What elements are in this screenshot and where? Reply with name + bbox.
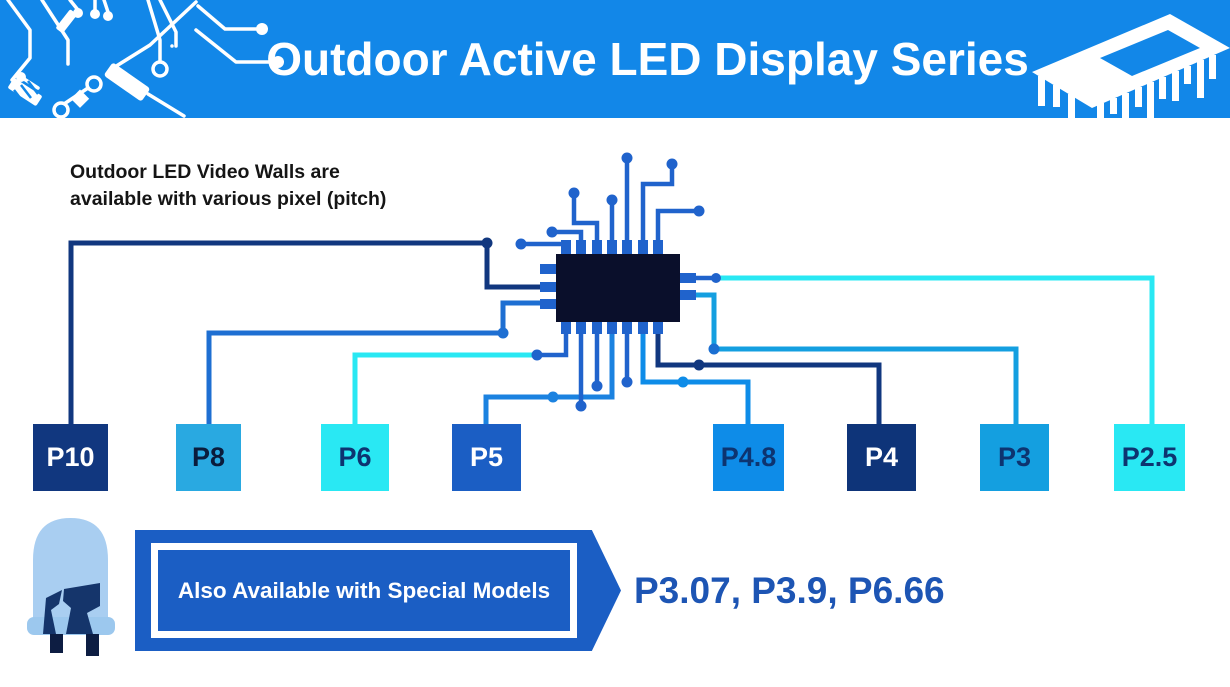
pitch-box-p8: P8: [176, 424, 241, 491]
pitch-box-p2-5: P2.5: [1114, 424, 1185, 491]
isometric-chip-icon: [1032, 14, 1230, 118]
special-models-banner-label: Also Available with Special Models: [151, 543, 577, 638]
intro-line-1: Outdoor LED Video Walls are: [70, 161, 340, 183]
pitch-label: P4: [864, 442, 899, 472]
pitch-label: P8: [191, 442, 226, 472]
pitch-box-p5: P5: [452, 424, 521, 491]
pitch-box-p6: P6: [321, 424, 389, 491]
page-title: Outdoor Active LED Display Series: [266, 33, 1029, 85]
pitch-label: P6: [338, 442, 372, 472]
pitch-box-p10: P10: [33, 424, 108, 491]
pitch-label: P3: [997, 442, 1032, 472]
led-diode-icon: [27, 518, 115, 656]
pitch-box-p4: P4: [847, 424, 916, 491]
pitch-box-p4-8: P4.8: [713, 424, 784, 491]
intro-text: Outdoor LED Video Walls are available wi…: [70, 159, 386, 213]
pitch-box-p3: P3: [980, 424, 1049, 491]
pitch-label: P2.5: [1121, 442, 1178, 472]
special-models-list: P3.07, P3.9, P6.66: [634, 569, 945, 611]
pitch-label: P4.8: [720, 442, 777, 472]
circuit-traces-icon: [6, 0, 284, 118]
pitch-label: P10: [46, 442, 95, 472]
pitch-label: P5: [469, 442, 504, 472]
intro-line-2: available with various pixel (pitch): [70, 188, 387, 210]
header-banner: Outdoor Active LED Display Series: [0, 0, 1230, 118]
special-models-banner: Also Available with Special Models: [135, 530, 621, 651]
